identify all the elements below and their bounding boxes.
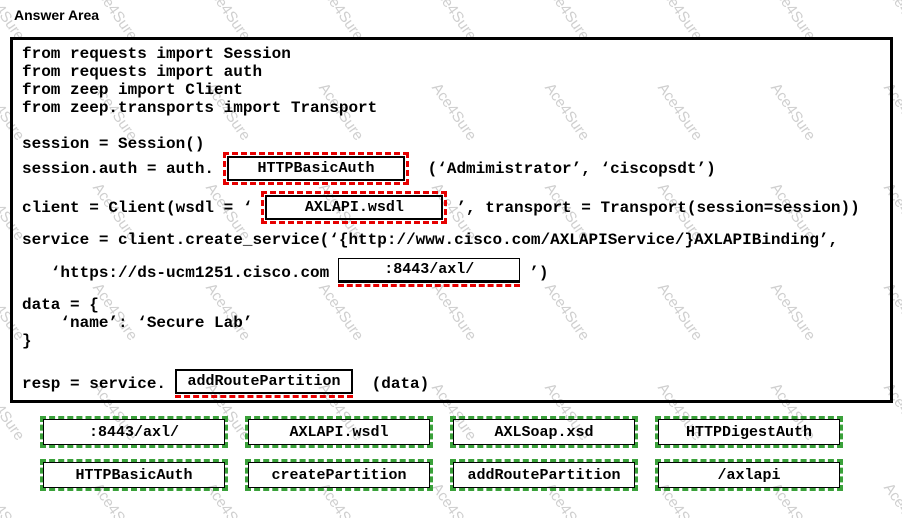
code-text: (data) [362,374,430,393]
watermark-text: Ace4Sure [880,480,902,518]
code-gap [22,249,890,257]
option-httpdigestauth[interactable]: HTTPDigestAuth [655,416,843,448]
options-row-2: HTTPBasicAuth createPartition addRoutePart… [40,459,843,491]
code-text: ’, transport = Transport(session=session… [456,198,860,217]
code-blank-line [22,350,890,368]
dropped-item-httpbasicauth[interactable]: HTTPBasicAuth [227,156,406,181]
option-axlapiwsdl[interactable]: AXLAPI.wsdl [245,416,433,448]
code-line: from requests import Session [22,45,291,63]
code-line: service = client.create_service(‘{http:/… [22,231,839,249]
option-label[interactable]: HTTPDigestAuth [658,419,840,445]
options-row-1: :8443/axl/AXLAPI.wsdl AXLSoap.xsd HTTPDige… [40,416,843,448]
code-line: from zeep import Client [22,81,243,99]
option-label[interactable]: AXLSoap.xsd [453,419,635,445]
option-label[interactable]: :8443/axl/ [43,419,225,445]
code-text: ‘https://ds-ucm1251.cisco.com [22,263,330,282]
dropzone-addroutepartition[interactable]: addRoutePartition [175,369,354,398]
code-gap [22,288,890,296]
code-text: (‘Admimistrator’, ‘ciscopsdt’) [418,159,716,178]
option-label[interactable]: AXLAPI.wsdl [248,419,430,445]
code-text: resp = service. [22,374,167,393]
code-line: from zeep.transports import Transport [22,99,378,117]
option-createpartition[interactable]: createPartition [245,459,433,491]
dropzone-port-axl[interactable]: :8443/axl/ [338,258,521,287]
option-label[interactable]: addRoutePartition [453,462,635,488]
option-label[interactable]: HTTPBasicAuth [43,462,225,488]
code-line: client = Client(wsdl = ‘ AXLAPI.wsdl ’, tr… [22,191,890,224]
code-line: session = Session() [22,135,205,153]
option-axlsoapxsd[interactable]: AXLSoap.xsd [450,416,638,448]
code-line: } [22,332,32,350]
page-title: Answer Area [14,7,100,23]
option-label[interactable]: createPartition [248,462,430,488]
code-line: ‘name’: ‘Secure Lab’ [22,314,253,332]
code-text: ’) [529,263,549,282]
code-text: client = Client(wsdl = ‘ [22,198,253,217]
dropzone-httpbasicauth[interactable]: HTTPBasicAuth [223,152,410,185]
code-blank-line [22,117,890,135]
dropped-item-axlapi-wsdl[interactable]: AXLAPI.wsdl [265,195,444,220]
code-line: from requests import auth [22,63,263,81]
option-httpbasicauth[interactable]: HTTPBasicAuth [40,459,228,491]
watermark-text: Ace4Sure [0,480,28,518]
option-label[interactable]: /axlapi [658,462,840,488]
code-line: session.auth = auth. HTTPBasicAuth (‘Admi… [22,152,890,185]
code-gap [22,223,890,231]
code-text: session.auth = auth. [22,159,215,178]
code-line: resp = service. addRoutePartition (data) [22,368,890,399]
dropped-item-port-axl[interactable]: :8443/axl/ [338,258,521,283]
dropped-item-addroutepartition[interactable]: addRoutePartition [175,369,354,394]
option-addroutepartition[interactable]: addRoutePartition [450,459,638,491]
code-gap [22,184,890,192]
code-line: data = { [22,296,99,314]
option-8443axl[interactable]: :8443/axl/ [40,416,228,448]
code-line: ‘https://ds-ucm1251.cisco.com :8443/axl/ ’… [22,257,890,288]
option-axlapi[interactable]: /axlapi [655,459,843,491]
dropzone-axlapi-wsdl[interactable]: AXLAPI.wsdl [261,191,448,224]
